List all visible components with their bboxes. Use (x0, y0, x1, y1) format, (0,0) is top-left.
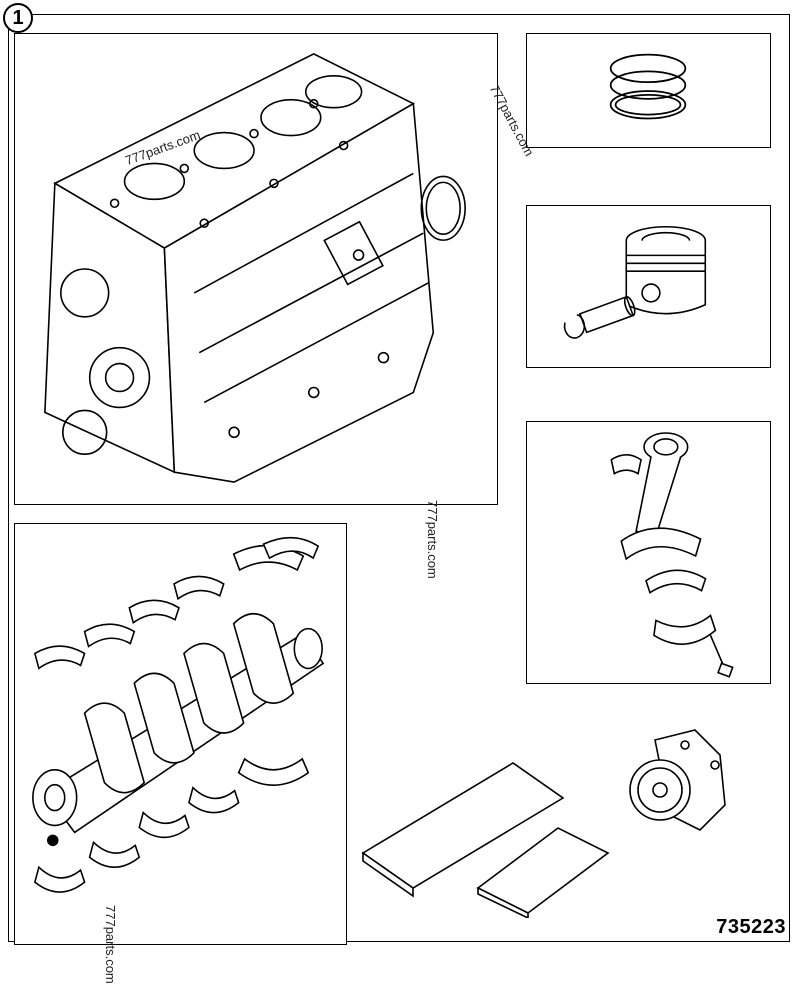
cylinder-block-drawing (44, 53, 466, 483)
crankshaft-drawing (32, 536, 325, 893)
piston-panel[interactable] (526, 205, 771, 368)
crankshaft-panel[interactable] (14, 523, 347, 945)
watermark-text: 777parts.com (103, 905, 118, 984)
oil-pump-drawing (629, 729, 726, 831)
watermark-text: 777parts.com (425, 500, 440, 579)
reference-number-callout: 1 (3, 3, 33, 33)
diagram-number: 735223 (716, 916, 786, 938)
piston-rings-drawing (609, 53, 687, 120)
outer-frame (8, 14, 790, 942)
connecting-rod-panel[interactable] (526, 421, 771, 684)
gaskets-drawing (361, 762, 610, 918)
piston-drawing (563, 225, 707, 339)
piston-rings-panel[interactable] (526, 33, 771, 148)
cylinder-block-panel[interactable]: 777parts.com (14, 33, 498, 505)
connecting-rod-drawing (610, 432, 734, 678)
